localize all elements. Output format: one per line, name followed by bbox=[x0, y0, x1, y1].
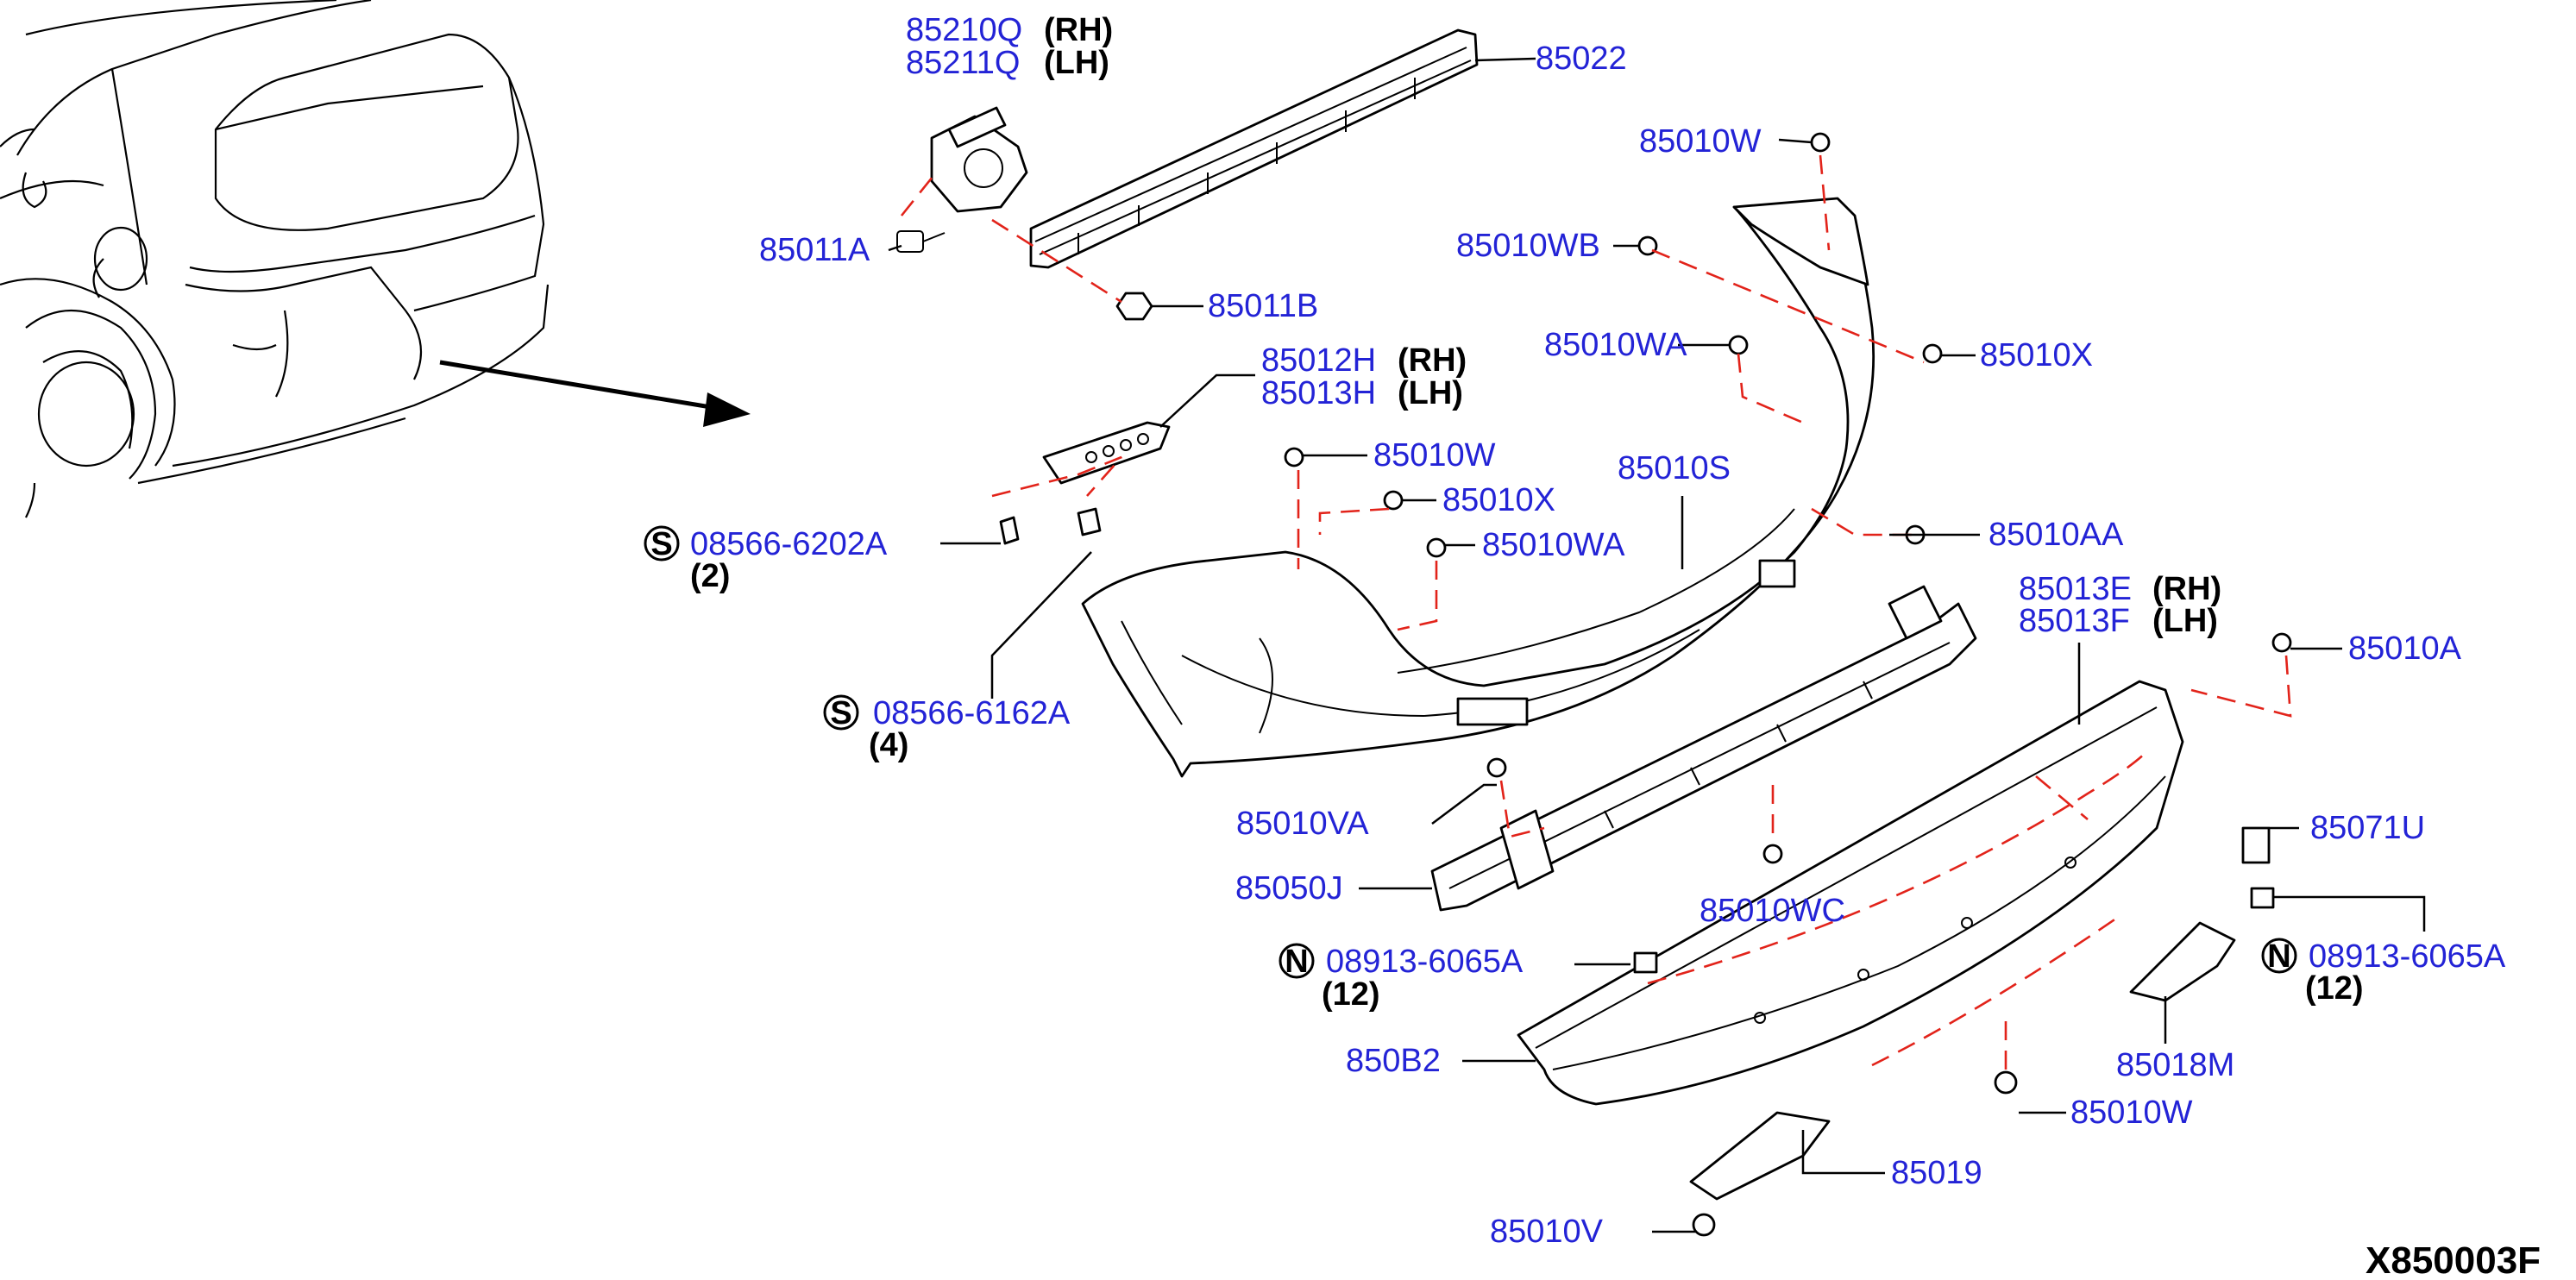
label-85013E-rh: (RH) bbox=[2152, 571, 2221, 607]
label-85013F-lh: (LH) bbox=[2152, 603, 2218, 639]
label-85010VA: 85010VA bbox=[1236, 806, 1369, 842]
label-85022: 85022 bbox=[1536, 41, 1627, 77]
label-85010WA-top: 85010WA bbox=[1544, 327, 1687, 363]
s-symbol-2: S bbox=[830, 695, 851, 731]
leader-lines bbox=[888, 57, 2426, 1233]
label-08913-6065A-left: 08913-6065A bbox=[1326, 944, 1524, 980]
label-85010WA-mid: 85010WA bbox=[1482, 527, 1625, 563]
label-85210Q: 85210Q bbox=[906, 12, 1022, 48]
label-85010W-top: 85010W bbox=[1639, 123, 1762, 160]
n-symbol-2: N bbox=[2267, 938, 2290, 975]
label-85010WB: 85010WB bbox=[1456, 228, 1600, 264]
label-85010A: 85010A bbox=[2348, 631, 2462, 667]
label-85050J: 85050J bbox=[1235, 870, 1343, 907]
label-85019: 85019 bbox=[1891, 1155, 1982, 1191]
s-symbol-badge-1 bbox=[644, 525, 680, 562]
s-symbol-1: S bbox=[650, 526, 672, 562]
label-85010AA: 85010AA bbox=[1989, 517, 2124, 553]
label-85010WC: 85010WC bbox=[1700, 893, 1845, 929]
label-85012H-rh: (RH) bbox=[1398, 342, 1467, 379]
label-85012H: 85012H bbox=[1261, 342, 1376, 379]
part-labels: 85210Q (RH) 85211Q (LH) 85022 85011A 850… bbox=[644, 12, 2541, 1280]
label-85010X-right: 85010X bbox=[1980, 337, 2093, 373]
label-08566-6202A: 08566-6202A bbox=[690, 526, 888, 562]
label-85013H: 85013H bbox=[1261, 375, 1376, 411]
label-85013H-lh: (LH) bbox=[1398, 375, 1463, 411]
part-illustrations bbox=[896, 28, 2292, 1237]
n-symbol-badge-1 bbox=[1279, 943, 1315, 979]
label-08913-6065A-right: 08913-6065A bbox=[2309, 938, 2506, 975]
label-85211Q: 85211Q bbox=[906, 45, 1020, 81]
label-85013F: 85013F bbox=[2019, 603, 2130, 639]
label-85010W-bottom: 85010W bbox=[2070, 1095, 2193, 1131]
label-85011B: 85011B bbox=[1208, 288, 1318, 324]
n-symbol-1: N bbox=[1285, 944, 1308, 980]
label-85071U: 85071U bbox=[2310, 810, 2425, 846]
vehicle-rear-sketch bbox=[0, 0, 751, 518]
attachment-lines bbox=[900, 154, 2292, 1070]
label-85011A: 85011A bbox=[759, 232, 870, 268]
label-85211Q-lh: (LH) bbox=[1044, 45, 1109, 81]
n-symbol-badge-2 bbox=[2261, 938, 2297, 974]
label-qty-12-right: (12) bbox=[2305, 970, 2364, 1007]
label-qty-2: (2) bbox=[690, 558, 730, 594]
label-85010V: 85010V bbox=[1490, 1214, 1604, 1250]
label-85013E: 85013E bbox=[2019, 571, 2132, 607]
label-qty-4: (4) bbox=[869, 727, 908, 763]
label-qty-12-left: (12) bbox=[1322, 976, 1380, 1013]
label-08566-6162A: 08566-6162A bbox=[873, 695, 1071, 731]
label-85018M: 85018M bbox=[2116, 1047, 2234, 1083]
s-symbol-badge-2 bbox=[823, 694, 859, 731]
label-850B2: 850B2 bbox=[1346, 1043, 1441, 1079]
label-85010W-mid: 85010W bbox=[1373, 437, 1496, 474]
diagram-reference-code: X850003F bbox=[2366, 1239, 2541, 1280]
label-85010S: 85010S bbox=[1618, 450, 1731, 486]
label-85010X-mid: 85010X bbox=[1442, 482, 1555, 518]
label-85210Q-rh: (RH) bbox=[1044, 12, 1113, 48]
